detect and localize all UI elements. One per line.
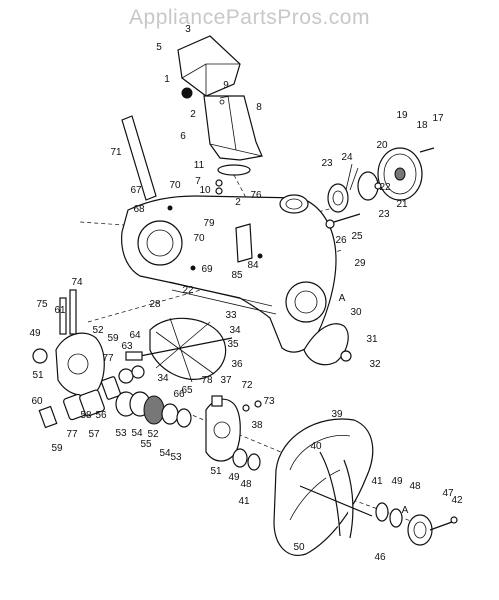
callout-53: 53	[170, 452, 182, 463]
callout-2: 2	[235, 197, 241, 208]
callout-70: 70	[193, 233, 205, 244]
callout-55: 55	[140, 439, 152, 450]
callout-75: 75	[36, 299, 48, 310]
callout-65: 65	[181, 385, 193, 396]
callout-49: 49	[228, 472, 240, 483]
watermark: AppliancePartsPros.com	[129, 6, 370, 29]
chute-knob	[181, 87, 193, 99]
callout-48: 48	[409, 481, 421, 492]
callout-A: A	[339, 293, 346, 304]
callout-41: 41	[238, 496, 250, 507]
callout-41: 41	[371, 476, 383, 487]
callout-29: 29	[354, 258, 366, 269]
left-bearing-plate	[55, 332, 105, 397]
callout-49: 49	[29, 328, 41, 339]
callout-32: 32	[369, 359, 381, 370]
callout-71: 71	[110, 147, 122, 158]
callout-17: 17	[432, 113, 444, 124]
chute-ring	[217, 164, 251, 176]
callout-72: 72	[241, 380, 253, 391]
callout-33: 33	[225, 310, 237, 321]
callout-68: 68	[133, 204, 145, 215]
callout-57: 57	[88, 429, 100, 440]
chute-deflector	[177, 35, 241, 97]
callout-22: 22	[182, 285, 194, 296]
impeller-auger	[273, 418, 374, 556]
callout-6: 6	[180, 131, 186, 142]
callout-58: 58	[80, 410, 92, 421]
callout-21: 21	[396, 199, 408, 210]
callout-51: 51	[210, 466, 222, 477]
callout-35: 35	[227, 339, 239, 350]
callout-31: 31	[366, 334, 378, 345]
callout-23: 23	[378, 209, 390, 220]
callout-19: 19	[396, 110, 408, 121]
callout-24: 24	[341, 152, 353, 163]
callout-59: 59	[51, 443, 63, 454]
callout-77: 77	[66, 429, 78, 440]
callout-2: 2	[190, 109, 196, 120]
housing-handle	[121, 115, 157, 201]
callout-A: A	[402, 505, 409, 516]
callout-67: 67	[130, 185, 142, 196]
callout-85: 85	[231, 270, 243, 281]
callout-56: 56	[95, 410, 107, 421]
callout-50: 50	[293, 542, 305, 553]
callout-53: 53	[115, 428, 127, 439]
callout-25: 25	[351, 231, 363, 242]
callout-26: 26	[335, 235, 347, 246]
callout-28: 28	[149, 299, 161, 310]
callout-18: 18	[416, 120, 428, 131]
callout-34: 34	[157, 373, 169, 384]
callout-10: 10	[199, 185, 211, 196]
callout-84: 84	[247, 260, 259, 271]
callout-52: 52	[92, 325, 104, 336]
callout-77: 77	[102, 353, 114, 364]
callout-78: 78	[201, 375, 213, 386]
drive-belt	[303, 323, 349, 366]
callout-66: 66	[173, 389, 185, 400]
callout-20: 20	[376, 140, 388, 151]
callout-61: 61	[54, 305, 66, 316]
callout-8: 8	[256, 102, 262, 113]
auger-spiral	[149, 317, 227, 380]
callout-60: 60	[31, 396, 43, 407]
callout-1: 1	[164, 74, 170, 85]
callout-37: 37	[220, 375, 232, 386]
callout-76: 76	[250, 190, 262, 201]
callout-49: 49	[391, 476, 403, 487]
callout-54: 54	[159, 448, 171, 459]
callout-42: 42	[451, 495, 463, 506]
callout-69: 69	[201, 264, 213, 275]
callout-7: 7	[195, 176, 201, 187]
callout-70: 70	[169, 180, 181, 191]
callout-64: 64	[129, 330, 141, 341]
callout-39: 39	[331, 409, 343, 420]
callout-74: 74	[71, 277, 83, 288]
callout-9: 9	[223, 80, 229, 91]
callout-51: 51	[32, 370, 44, 381]
callout-73: 73	[263, 396, 275, 407]
callout-22: 22	[379, 182, 391, 193]
callout-11: 11	[194, 160, 205, 171]
callout-79: 79	[203, 218, 215, 229]
callout-46: 46	[374, 552, 386, 563]
callout-5: 5	[156, 42, 162, 53]
callout-34: 34	[229, 325, 241, 336]
callout-54: 54	[131, 428, 143, 439]
callout-40: 40	[310, 441, 322, 452]
callout-30: 30	[350, 307, 362, 318]
callout-52: 52	[147, 429, 159, 440]
callout-36: 36	[231, 359, 243, 370]
callout-3: 3	[185, 24, 191, 35]
callout-23: 23	[321, 158, 333, 169]
callout-59: 59	[107, 333, 119, 344]
callout-48: 48	[240, 479, 252, 490]
callout-63: 63	[121, 341, 133, 352]
callout-38: 38	[251, 420, 263, 431]
callout-47: 47	[442, 488, 454, 499]
